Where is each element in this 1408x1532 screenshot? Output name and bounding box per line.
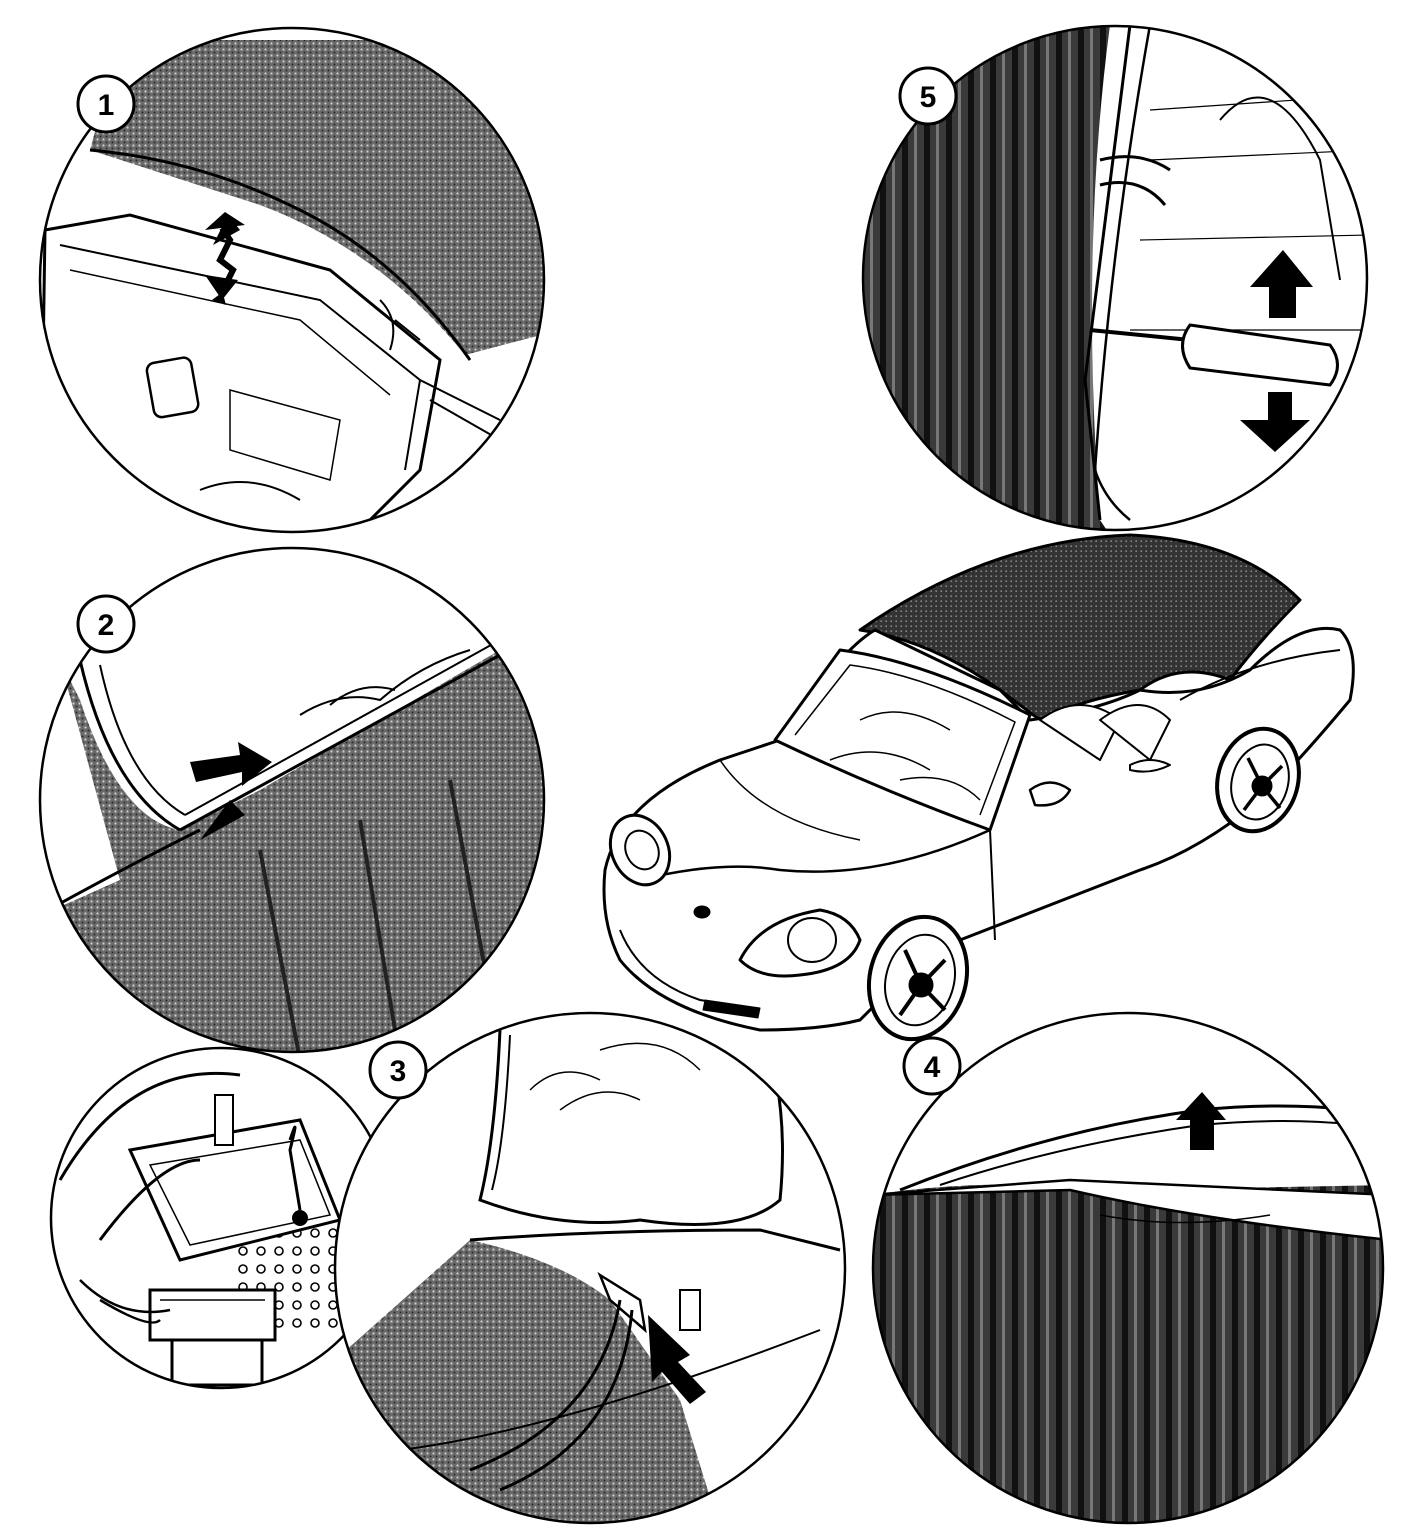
svg-text:4: 4 <box>924 1051 941 1084</box>
callout-4: 4 <box>902 1036 962 1096</box>
svg-text:1: 1 <box>98 89 115 122</box>
callout-2: 2 <box>76 594 136 654</box>
detail-2-trunk-seal: 2 <box>38 546 546 1054</box>
rear-wheel <box>1215 726 1301 834</box>
svg-text:5: 5 <box>920 81 937 114</box>
detail-1-headlight: 1 <box>38 26 546 534</box>
windshield <box>773 648 1032 832</box>
right-headlight <box>738 908 862 978</box>
detail-3-jump-start: 3 <box>49 1011 847 1525</box>
left-headlight <box>608 813 672 887</box>
car-illustration <box>602 533 1355 1042</box>
front-wheel <box>866 914 970 1042</box>
callout-1: 1 <box>76 74 136 134</box>
detail-4-door-edge: 4 <box>871 1011 1385 1525</box>
callout-5: 5 <box>898 66 958 126</box>
callout-3: 3 <box>368 1040 428 1100</box>
detail-5-window-adjust: 5 <box>861 24 1369 532</box>
svg-text:2: 2 <box>98 609 115 642</box>
svg-text:3: 3 <box>390 1055 407 1088</box>
